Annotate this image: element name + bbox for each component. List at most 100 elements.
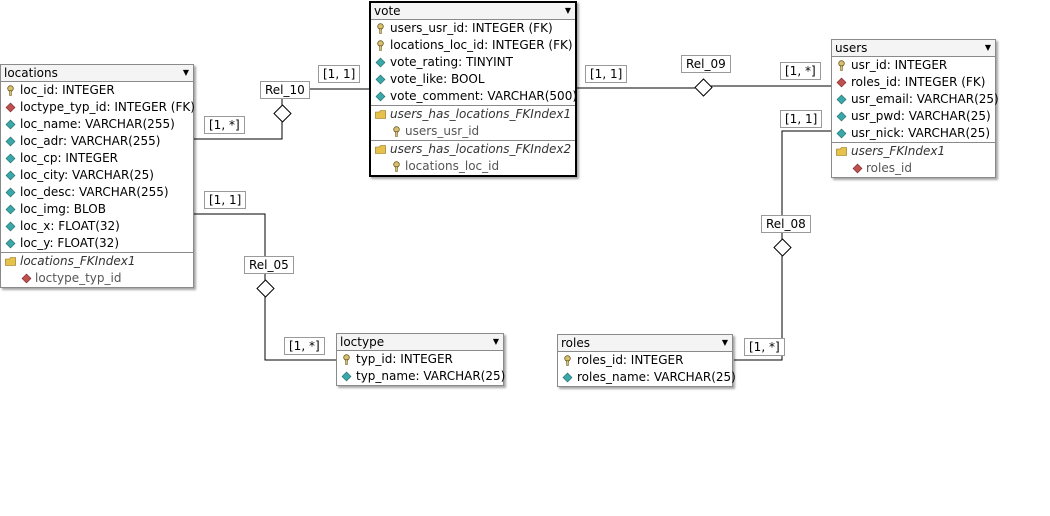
column-row[interactable]: usr_nick: VARCHAR(25): [832, 125, 995, 142]
rel-05-label[interactable]: Rel_05: [244, 256, 294, 274]
column-name: usr_nick: VARCHAR(25): [851, 126, 991, 140]
dropdown-arrow-icon[interactable]: ▼: [492, 337, 499, 346]
column-row[interactable]: users_usr_id: INTEGER (FK): [371, 20, 575, 37]
dropdown-arrow-icon[interactable]: ▼: [984, 43, 991, 52]
column-row[interactable]: roles_id: INTEGER (FK): [832, 74, 995, 91]
column-row[interactable]: vote_comment: VARCHAR(500): [371, 88, 578, 105]
column-name: loc_id: INTEGER: [20, 83, 115, 97]
index-name: users_has_locations_FKIndex1: [390, 107, 572, 121]
column-name: vote_like: BOOL: [390, 72, 485, 86]
attribute-icon: [836, 128, 847, 139]
index-folder-icon: [836, 147, 847, 156]
rel-05-card-one: [1, 1]: [204, 191, 247, 209]
column-row[interactable]: loc_name: VARCHAR(255): [1, 116, 193, 133]
column-name: loctype_typ_id: INTEGER (FK): [20, 100, 195, 114]
column-name: loc_cp: INTEGER: [20, 151, 118, 165]
rel-09-card-many: [1, *]: [780, 62, 821, 80]
column-name: loc_desc: VARCHAR(255): [20, 185, 169, 199]
locations-table-header[interactable]: locations▼: [1, 65, 193, 82]
attribute-icon: [836, 111, 847, 122]
index-row[interactable]: users_has_locations_FKIndex1: [371, 105, 575, 123]
rel-08-card-many: [1, *]: [744, 338, 785, 356]
column-row[interactable]: vote_rating: TINYINT: [371, 54, 575, 71]
vote-table[interactable]: vote▼users_usr_id: INTEGER (FK)locations…: [369, 1, 577, 177]
attribute-icon: [375, 74, 386, 85]
rel-10-label[interactable]: Rel_10: [260, 81, 310, 99]
primary-key-icon: [377, 23, 384, 34]
roles-table[interactable]: roles ▼ roles_id: INTEGER roles_name: VARCH…: [557, 334, 736, 387]
column-name: loc_x: FLOAT(32): [20, 219, 120, 233]
index-name: users_has_locations_FKIndex2: [390, 142, 572, 156]
locations-table[interactable]: locations▼loc_id: INTEGER loctype_typ_id:…: [0, 64, 195, 288]
rel-08-label[interactable]: Rel_08: [761, 215, 811, 233]
dropdown-arrow-icon[interactable]: ▼: [182, 68, 189, 77]
column-row[interactable]: loc_desc: VARCHAR(255): [1, 184, 193, 201]
column-name: typ_name: VARCHAR(25): [356, 369, 506, 383]
rel-10-card-one: [1, 1]: [318, 65, 361, 83]
attribute-icon: [5, 170, 16, 181]
attribute-icon: [341, 371, 352, 382]
index-name: users_FKIndex1: [851, 144, 946, 158]
roles-table-header[interactable]: roles ▼: [558, 335, 732, 352]
index-column-row[interactable]: users_usr_id: [371, 123, 575, 140]
column-name: loc_y: FLOAT(32): [20, 236, 119, 250]
column-name: loc_adr: VARCHAR(255): [20, 134, 161, 148]
index-column-name: loctype_typ_id: [35, 271, 122, 285]
column-row[interactable]: loc_y: FLOAT(32): [1, 235, 193, 252]
column-row[interactable]: usr_pwd: VARCHAR(25): [832, 108, 995, 125]
rel-09-label[interactable]: Rel_09: [681, 55, 731, 73]
primary-key-icon: [393, 161, 400, 172]
column-row[interactable]: typ_name: VARCHAR(25): [337, 368, 506, 385]
rel-08-card-one: [1, 1]: [780, 110, 823, 128]
column-row[interactable]: vote_like: BOOL: [371, 71, 575, 88]
column-name: roles_id: INTEGER: [577, 353, 684, 367]
attribute-icon: [5, 153, 16, 164]
column-row[interactable]: loc_city: VARCHAR(25): [1, 167, 193, 184]
column-row[interactable]: loc_img: BLOB: [1, 201, 193, 218]
index-column-row[interactable]: loctype_typ_id: [1, 270, 193, 287]
column-row[interactable]: roles_id: INTEGER: [558, 352, 732, 369]
column-row[interactable]: locations_loc_id: INTEGER (FK): [371, 37, 575, 54]
attribute-icon: [5, 136, 16, 147]
attribute-icon: [375, 91, 386, 102]
loctype-table-header[interactable]: loctype▼: [337, 334, 503, 351]
attribute-icon: [5, 119, 16, 130]
attribute-icon: [836, 94, 847, 105]
column-name: loc_name: VARCHAR(255): [20, 117, 175, 131]
column-name: loc_img: BLOB: [20, 202, 106, 216]
rel-10-card-many: [1, *]: [204, 116, 245, 134]
index-row[interactable]: users_FKIndex1: [832, 142, 995, 160]
column-row[interactable]: loc_adr: VARCHAR(255): [1, 133, 193, 150]
users-table-header[interactable]: users▼: [832, 40, 995, 57]
dropdown-arrow-icon[interactable]: ▼: [721, 338, 728, 347]
column-row[interactable]: typ_id: INTEGER: [337, 351, 503, 368]
column-row[interactable]: usr_email: VARCHAR(25): [832, 91, 999, 108]
attribute-icon: [562, 372, 573, 383]
vote-table-header[interactable]: vote ▼: [371, 3, 575, 20]
index-name: locations_FKIndex1: [20, 254, 136, 268]
dropdown-arrow-icon[interactable]: ▼: [564, 6, 571, 15]
index-column-row[interactable]: roles_id: [832, 160, 995, 177]
index-folder-icon: [375, 145, 386, 154]
table-title: roles: [561, 336, 590, 350]
column-row[interactable]: loc_cp: INTEGER: [1, 150, 193, 167]
column-row[interactable]: loc_id: INTEGER: [1, 82, 193, 99]
index-column-name: roles_id: [866, 161, 912, 175]
table-title: vote: [374, 4, 401, 18]
column-row[interactable]: loc_x: FLOAT(32): [1, 218, 193, 235]
index-folder-icon: [5, 257, 16, 266]
primary-key-icon: [7, 85, 14, 96]
column-row[interactable]: loctype_typ_id: INTEGER (FK): [1, 99, 195, 116]
column-name: vote_rating: TINYINT: [390, 55, 513, 69]
column-row[interactable]: roles_name: VARCHAR(25): [558, 369, 736, 386]
column-name: usr_email: VARCHAR(25): [851, 92, 999, 106]
attribute-icon: [5, 221, 16, 232]
column-row[interactable]: usr_id: INTEGER: [832, 57, 995, 74]
attribute-icon: [5, 187, 16, 198]
index-row[interactable]: locations_FKIndex1: [1, 252, 193, 270]
index-row[interactable]: users_has_locations_FKIndex2: [371, 140, 575, 158]
index-column-row[interactable]: locations_loc_id: [371, 158, 575, 175]
column-name: vote_comment: VARCHAR(500): [390, 89, 578, 103]
